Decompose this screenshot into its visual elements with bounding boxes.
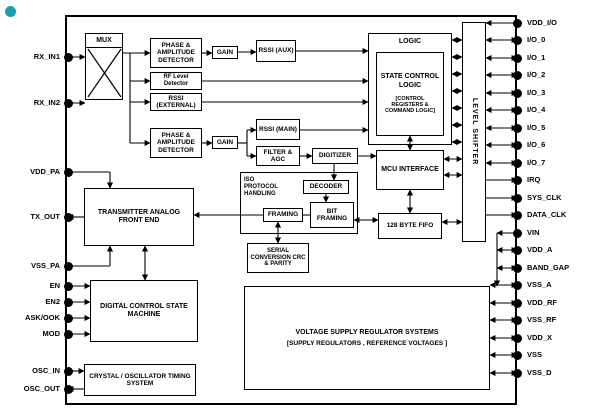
pin-label-right-9: IRQ [527, 175, 541, 184]
block-framing: FRAMING [263, 208, 303, 222]
pin-dot-left-0 [63, 52, 73, 62]
pin-dot-right-8 [512, 158, 522, 168]
pin-dot-left-4 [63, 261, 73, 271]
pin-label-left-1: RX_IN2 [33, 98, 60, 107]
block-rssi-external: RSSI (EXTERNAL) [150, 93, 202, 111]
pin-label-left-4: VSS_PA [30, 261, 60, 270]
block-mcu-interface: MCU INTERFACE [376, 150, 444, 190]
pin-label-right-20: VSS_D [527, 368, 552, 377]
block-digitizer: DIGITIZER [312, 148, 358, 164]
block-mux: MUX [85, 33, 123, 100]
pin-label-left-8: MOD [42, 329, 61, 338]
pin-dot-right-1 [512, 35, 522, 45]
block-phase-amp-detector-bottom: PHASE & AMPLITUDE DETECTOR [150, 128, 202, 158]
block-serial-conversion: SERIAL CONVERSION CRC & PARITY [247, 243, 309, 273]
pin-dot-right-3 [512, 70, 522, 80]
block-voltage-supply-regulators: VOLTAGE SUPPLY REGULATOR SYSTEMS [SUPPLY… [244, 286, 490, 390]
pin-label-right-11: DATA_CLK [527, 210, 567, 219]
logic-label: LOGIC [398, 38, 422, 45]
pin-label-right-6: I/O_5 [527, 123, 546, 132]
block-rf-level-detector: RF Level Detector [150, 72, 202, 90]
pin-dot-left-7 [63, 313, 73, 323]
pin-dot-right-16 [512, 298, 522, 308]
regulator-title: VOLTAGE SUPPLY REGULATOR SYSTEMS [295, 328, 439, 336]
pin-label-left-7: ASK/OOK [24, 313, 60, 322]
pin-dot-right-12 [512, 228, 522, 238]
iso-label: ISO PROTOCOL HANDLING [244, 177, 278, 198]
pin-label-right-0: VDD_I/O [527, 18, 558, 27]
block-level-shifter: LEVEL SHIFTER [462, 22, 486, 242]
pin-label-right-8: I/O_7 [527, 158, 546, 167]
pin-dot-right-19 [512, 350, 522, 360]
block-iso-protocol-handling: ISO PROTOCOL HANDLING [240, 172, 358, 234]
pin-dot-left-6 [63, 297, 73, 307]
pin-dot-right-6 [512, 123, 522, 133]
pin-dot-left-10 [63, 384, 73, 394]
chip-outline [65, 15, 517, 405]
pin-dot-right-4 [512, 88, 522, 98]
pin-label-right-12: VIN [527, 228, 540, 237]
pin-label-right-15: VSS_A [527, 280, 552, 289]
pin-dot-right-13 [512, 245, 522, 255]
pin-label-left-2: VDD_PA [30, 167, 60, 176]
pin-dot-right-17 [512, 315, 522, 325]
pin-label-left-0: RX_IN1 [33, 52, 60, 61]
pin-label-right-14: BAND_GAP [527, 263, 570, 272]
bullet-dot [5, 6, 16, 17]
pin-label-right-3: I/O_2 [527, 70, 546, 79]
pin-label-right-18: VDD_X [527, 333, 553, 342]
pin-label-right-1: I/O_0 [527, 35, 546, 44]
pin-dot-left-8 [63, 329, 73, 339]
pin-dot-right-20 [512, 368, 522, 378]
pin-label-left-3: TX_OUT [30, 212, 60, 221]
block-gain-bottom: GAIN [212, 136, 238, 149]
pin-label-right-10: SYS_CLK [527, 193, 562, 202]
pin-label-left-5: EN [49, 281, 60, 290]
pin-label-left-9: OSC_IN [32, 366, 60, 375]
pin-label-right-7: I/O_6 [527, 140, 546, 149]
block-phase-amp-detector-top: PHASE & AMPLITUDE DETECTOR [150, 38, 202, 68]
pin-label-right-4: I/O_3 [527, 88, 546, 97]
block-gain-top: GAIN [212, 46, 238, 59]
block-digital-control-state-machine: DIGITAL CONTROL STATE MACHINE [90, 280, 198, 342]
block-state-control-logic: STATE CONTROL LOGIC [CONTROL REGISTERS &… [376, 52, 444, 136]
block-crystal-oscillator-timing: CRYSTAL / OSCILLATOR TIMING SYSTEM [84, 364, 196, 396]
block-decoder: DECODER [303, 180, 349, 194]
block-rssi-main: RSSI (MAIN) [256, 119, 300, 140]
pin-dot-right-15 [512, 280, 522, 290]
regulator-subtitle: [SUPPLY REGULATORS , REFERENCE VOLTAGES … [286, 339, 448, 347]
pin-label-right-16: VDD_RF [527, 298, 558, 307]
block-bit-framing: BIT FRAMING [310, 202, 354, 228]
pin-dot-right-18 [512, 333, 522, 343]
pin-dot-left-3 [63, 212, 73, 222]
pin-dot-right-5 [512, 105, 522, 115]
state-control-subtitle: [CONTROL REGISTERS & COMMAND LOGIC] [384, 95, 436, 115]
block-rssi-aux: RSSI (AUX) [256, 40, 296, 62]
pin-dot-right-9 [512, 175, 522, 185]
mux-label: MUX [86, 34, 122, 48]
pin-dot-right-10 [512, 193, 522, 203]
block-filter-agc: FILTER & AGC [256, 146, 300, 166]
pin-label-right-19: VSS [527, 350, 543, 359]
pin-dot-left-1 [63, 98, 73, 108]
pin-dot-left-2 [63, 167, 73, 177]
pin-dot-left-9 [63, 366, 73, 376]
state-control-title: STATE CONTROL LOGIC [380, 73, 440, 89]
pin-label-left-6: EN2 [45, 297, 60, 306]
pin-label-left-10: OSC_OUT [23, 384, 60, 393]
mux-cross-icon [87, 48, 121, 98]
pin-dot-right-0 [512, 18, 522, 28]
block-transmitter-analog-front-end: TRANSMITTER ANALOG FRONT END [84, 188, 194, 246]
pin-dot-right-14 [512, 263, 522, 273]
pin-dot-right-11 [512, 210, 522, 220]
pin-label-right-5: I/O_4 [527, 105, 546, 114]
pin-label-right-2: I/O_1 [527, 53, 546, 62]
level-shifter-label: LEVEL SHIFTER [471, 98, 479, 166]
pin-label-right-13: VDD_A [527, 245, 553, 254]
block-128-byte-fifo: 128 BYTE FIFO [378, 213, 442, 239]
pin-label-right-17: VSS_RF [527, 315, 557, 324]
pin-dot-right-7 [512, 140, 522, 150]
pin-dot-right-2 [512, 53, 522, 63]
pin-dot-left-5 [63, 281, 73, 291]
